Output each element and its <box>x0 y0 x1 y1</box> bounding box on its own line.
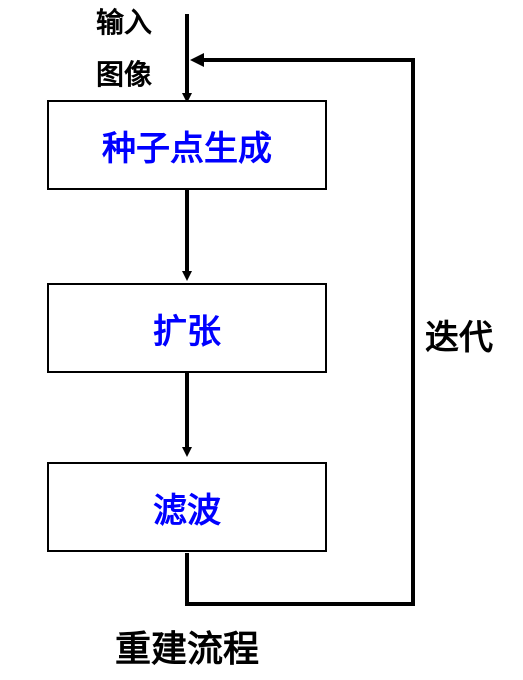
node-seed-generation-label: 种子点生成 <box>102 128 272 169</box>
iteration-label: 迭代 <box>425 318 493 358</box>
input-label-line1: 输入 <box>96 6 153 39</box>
iteration-loop-arrowhead <box>190 53 204 67</box>
node-filtering: 滤波 <box>47 462 327 552</box>
input-label-line2: 图像 <box>96 58 153 91</box>
iteration-loop-line <box>185 58 415 606</box>
node-expansion: 扩张 <box>47 283 327 373</box>
diagram-caption: 重建流程 <box>114 629 259 670</box>
node-expansion-label: 扩张 <box>153 311 221 352</box>
node-seed-generation: 种子点生成 <box>47 100 327 190</box>
node-filtering-label: 滤波 <box>153 490 221 531</box>
